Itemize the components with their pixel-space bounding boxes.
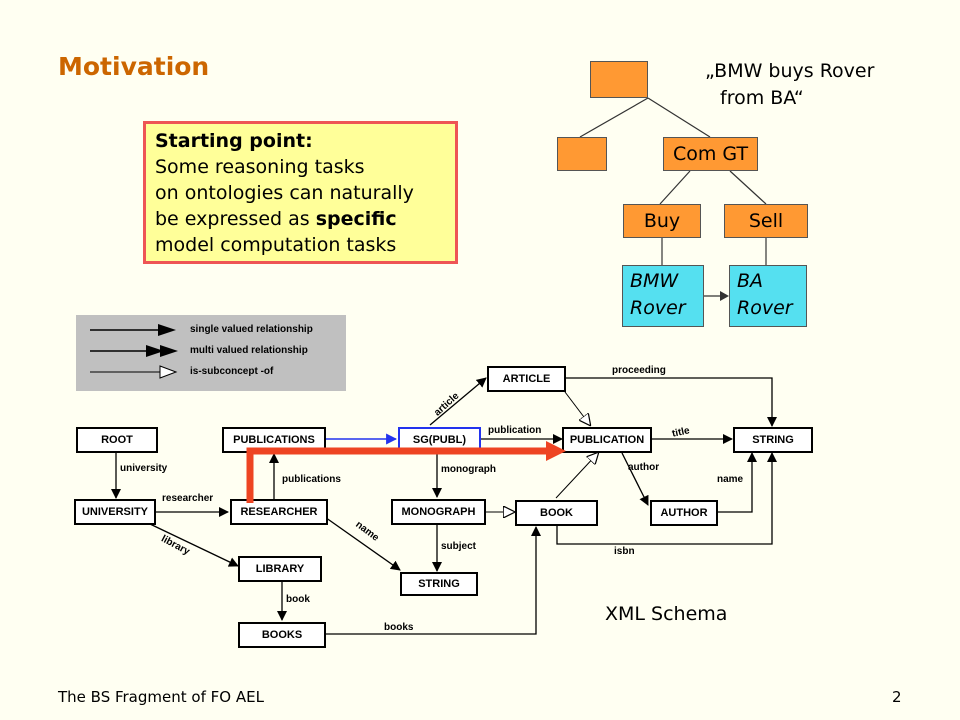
ba-rover-label-2: Rover [737,297,793,319]
node-string-main: STRING [733,427,813,453]
node-university: UNIVERSITY [74,499,156,525]
bmw-rover-label: BMW Rover [623,266,703,322]
node-string-subject: STRING [400,572,478,596]
edge-label-name-author: name [717,474,744,485]
tree-ba-rover-node: BA Rover [729,265,807,327]
legend-multi-label: multi valued relationship [190,345,308,356]
node-book: BOOK [515,500,598,526]
node-article: ARTICLE [487,366,566,392]
node-books: BOOKS [238,622,326,648]
tree-buy-node: Buy [623,204,701,238]
node-researcher: RESEARCHER [230,499,328,525]
callout-line-1: Some reasoning tasks [155,156,365,178]
callout-line-4: model computation tasks [155,234,397,256]
edge-label-isbn: isbn [614,546,635,557]
callout-heading: Starting point: [155,130,313,152]
edge-label-publications: publications [282,474,341,485]
starting-point-callout: Starting point: Some reasoning tasks on … [143,121,458,264]
ba-label: BA [737,270,764,292]
schema-legend [76,315,346,391]
sell-label: Sell [748,210,784,232]
legend-isa-label: is-subconcept -of [190,366,274,377]
ba-rover-label: BA Rover [730,266,806,322]
slide-title: Motivation [58,52,210,81]
footer-text: The BS Fragment of FO AEL [58,688,264,706]
node-library: LIBRARY [238,556,322,582]
edge-label-proceeding: proceeding [612,365,666,376]
edge-label-books: books [384,622,414,633]
edge-label-subject: subject [441,541,477,552]
quote-text: „BMW buys Rover from BA“ [705,58,874,112]
node-author: AUTHOR [650,500,718,526]
bmw-rover-label-2: Rover [630,297,686,319]
callout-line-3: be expressed as specific [155,206,455,232]
edge-label-publication: publication [488,425,542,436]
comgt-label: Com GT [672,143,749,165]
edge-label-monograph: monograph [441,464,496,475]
edge-label-university: university [120,463,168,474]
legend-single-label: single valued relationship [190,324,313,335]
node-root: ROOT [76,427,158,453]
xml-schema-label: XML Schema [605,603,728,625]
bmw-label: BMW [630,270,679,292]
tree-sell-node: Sell [724,204,808,238]
edge-label-author: author [628,462,660,473]
tree-root-node [590,61,648,98]
tree-left-node [557,137,607,171]
node-monograph: MONOGRAPH [391,499,486,525]
callout-line-2: on ontologies can naturally [155,182,414,204]
edge-label-researcher: researcher [162,493,214,504]
quote-line-2: from BA“ [720,87,804,109]
edge-label-book: book [286,594,310,605]
quote-line-1: „BMW buys Rover [705,60,875,82]
tree-bmw-rover-node: BMW Rover [622,265,704,327]
buy-label: Buy [643,210,681,232]
page-number: 2 [892,688,902,706]
tree-comgt-node: Com GT [663,137,758,171]
callout-emphasis: specific [315,208,397,230]
node-publication: PUBLICATION [562,427,652,453]
callout-line-3-text: be expressed as [155,208,316,230]
